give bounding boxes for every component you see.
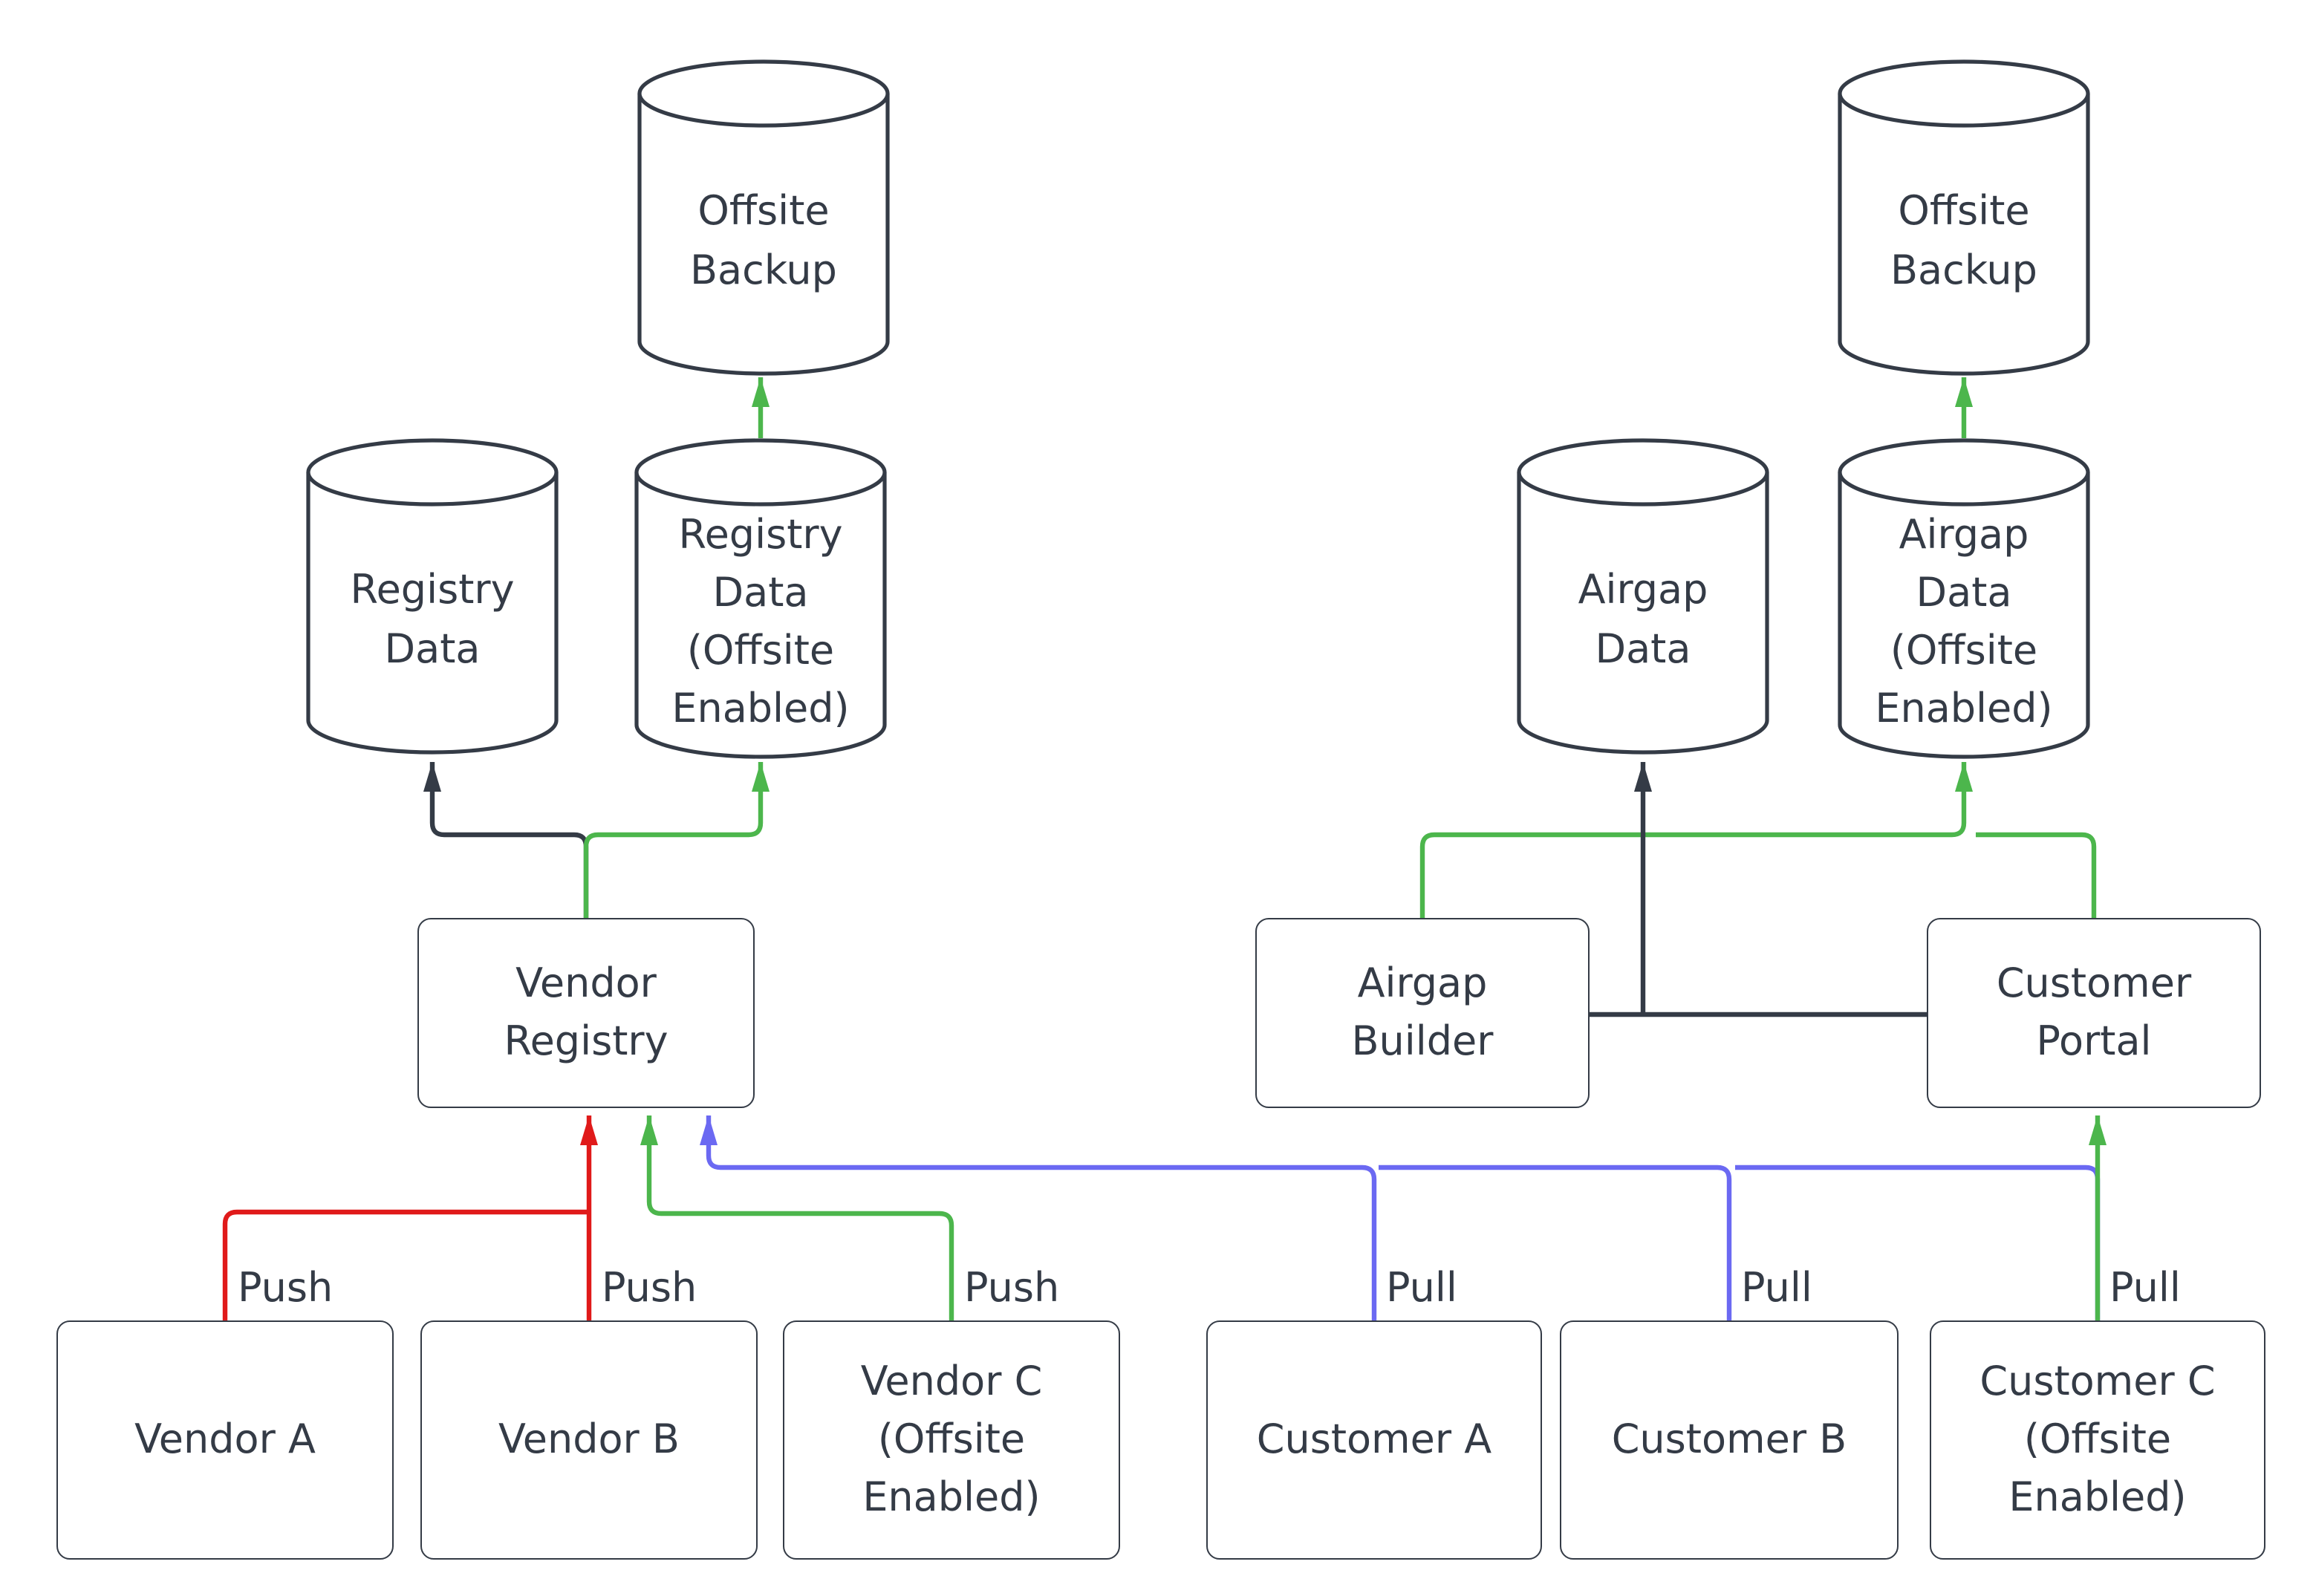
cylinder-registry-data: Registry Data xyxy=(306,438,559,755)
edge-label-pull-customer-b: Pull xyxy=(1741,1264,1812,1315)
cylinder-offsite-backup-left: Offsite Backup xyxy=(637,59,890,376)
node-label: Airgap Builder xyxy=(1351,960,1494,1065)
cylinder-airgap-data: Airgap Data xyxy=(1517,438,1769,755)
box-vendor-registry: Vendor Registry xyxy=(417,918,755,1108)
edge-label-pull-customer-c: Pull xyxy=(2109,1264,2181,1315)
edge-label-push-vendor-b: Push xyxy=(602,1264,697,1315)
node-label: Vendor A xyxy=(134,1416,316,1463)
edge-customer-b-to-vendor-registry xyxy=(1379,1165,1732,1320)
node-label: Vendor B xyxy=(498,1416,680,1463)
edge-airgap-builder-to-airgap-data-offsite xyxy=(1419,762,1973,918)
node-label: Customer C (Offsite Enabled) xyxy=(1979,1358,2216,1522)
cylinder-airgap-data-offsite: Airgap Data (Offsite Enabled) xyxy=(1838,438,2090,759)
box-airgap-builder: Airgap Builder xyxy=(1255,918,1590,1108)
box-customer-b: Customer B xyxy=(1560,1320,1899,1560)
cylinder-offsite-backup-right: Offsite Backup xyxy=(1838,59,2090,376)
edge-customer-a-to-vendor-registry xyxy=(700,1115,1377,1320)
node-label: Vendor C (Offsite Enabled) xyxy=(860,1358,1043,1522)
edge-label-pull-customer-a: Pull xyxy=(1386,1264,1457,1315)
edge-vendor-c-to-vendor-registry xyxy=(640,1115,954,1320)
box-vendor-b: Vendor B xyxy=(420,1320,758,1560)
node-label: Registry Data xyxy=(350,567,515,672)
node-label: Customer Portal xyxy=(1996,960,2192,1065)
box-customer-portal: Customer Portal xyxy=(1927,918,2261,1108)
node-label: Airgap Data xyxy=(1578,567,1708,672)
node-label: Registry Data (Offsite Enabled) xyxy=(671,512,850,733)
cylinder-shape xyxy=(306,438,559,755)
node-label: Offsite Backup xyxy=(1890,189,2037,293)
cylinder-registry-data-offsite: Registry Data (Offsite Enabled) xyxy=(634,438,887,759)
node-label: Customer A xyxy=(1256,1416,1492,1463)
edge-vendor-registry-to-registry-data xyxy=(423,762,589,918)
edge-label-push-vendor-a: Push xyxy=(238,1264,334,1315)
box-vendor-c: Vendor C (Offsite Enabled) xyxy=(783,1320,1120,1560)
cylinder-shape xyxy=(634,438,887,759)
node-label: Customer B xyxy=(1611,1416,1847,1463)
edge-vendor-registry-to-registry-data-offsite xyxy=(583,762,770,918)
edge-label-push-vendor-c: Push xyxy=(964,1264,1060,1315)
cylinder-shape xyxy=(1517,438,1769,755)
cylinder-shape xyxy=(1838,438,2090,759)
node-label: Offsite Backup xyxy=(690,189,837,293)
node-label: Airgap Data (Offsite Enabled) xyxy=(1875,512,2053,733)
box-vendor-a: Vendor A xyxy=(56,1320,394,1560)
node-label: Vendor Registry xyxy=(504,960,668,1065)
edge-customer-portal-to-airgap-data-offsite xyxy=(1976,832,2097,918)
box-customer-c: Customer C (Offsite Enabled) xyxy=(1930,1320,2265,1560)
edge-vendor-a-to-vendor-registry xyxy=(222,1209,589,1320)
cylinder-shape xyxy=(637,59,890,376)
cylinder-shape xyxy=(1838,59,2090,376)
box-customer-a: Customer A xyxy=(1206,1320,1542,1560)
